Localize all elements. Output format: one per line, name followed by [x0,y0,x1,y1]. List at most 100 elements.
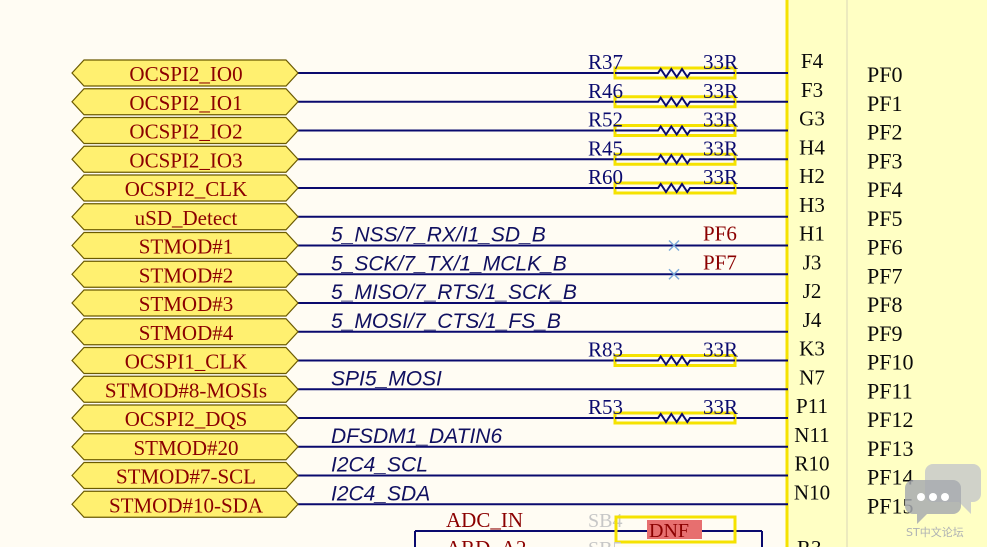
pin-name: PF0 [867,62,902,87]
dnf-box [614,515,737,544]
port-connector [71,260,299,288]
net-label: 5_MOSI/7_CTS/1_FS_B [331,310,561,333]
resistor-symbol [615,124,735,137]
dnf-fill [647,520,702,539]
resistor-designator: R52 [588,108,623,132]
ball-number: J3 [803,250,822,274]
forum-logo-icon [905,464,981,524]
watermark-text: ST中文论坛 [906,526,964,539]
port-connector [71,116,299,145]
pin-name: PF13 [867,436,913,461]
port-label: OCSPI2_IO1 [129,91,242,115]
port-connector [71,231,299,260]
resistor-value: 33R [703,338,738,362]
resistor-symbol [615,412,735,424]
resistor-designator: R45 [588,136,623,160]
port-label: OCSPI2_CLK [125,177,248,201]
no-connect-mark [668,240,680,251]
resistor-symbol [615,153,735,166]
pin-name: PF8 [867,292,902,317]
resistor-designator: R53 [588,395,623,419]
port-label: STMOD#4 [139,321,234,345]
ball-number: N10 [794,480,830,504]
port-connector [71,289,299,317]
pin-name: PF3 [867,148,902,173]
net-label: SPI5_MOSI [331,367,442,390]
ball-number: N11 [794,423,829,447]
adc-in-label: ADC_IN [446,508,523,532]
resistor-value: 33R [703,395,738,419]
pin-name: PF10 [867,350,913,375]
pin-name: PF2 [867,120,902,145]
pin-name: PF11 [867,378,913,403]
ball-number: F3 [801,78,823,102]
port-label: OCSPI2_IO2 [129,120,242,144]
ball-number: N7 [799,365,825,389]
ball-number: J4 [803,308,822,332]
resistor-value: 33R [703,50,738,74]
ball-number: H2 [799,164,825,188]
ball-r3-label: R3 [797,536,822,547]
adc-solder-bridge-label: SB4 [588,510,622,532]
resistor-value: 33R [703,108,738,132]
resistor-symbol [615,95,735,108]
port-label: OCSPI2_IO0 [129,62,242,86]
ard-a2-label: ARD_A2 [446,536,527,547]
port-label: OCSPI2_IO3 [129,148,242,172]
port-connector [71,490,299,518]
port-label: OCSPI1_CLK [125,350,248,374]
pin-name: PF7 [867,263,902,288]
resistor-designator: R37 [588,50,623,74]
pin-name: PF4 [867,177,902,202]
port-connector [71,203,299,231]
ball-number: P11 [796,394,828,418]
port-connector [71,145,299,173]
net-label: I2C4_SDA [331,482,430,505]
pin-name: PF6 [867,235,902,260]
resistor-designator: R46 [588,79,623,103]
port-connector [71,433,299,461]
net-label: 5_NSS/7_RX/I1_SD_B [331,224,546,247]
port-label: uSD_Detect [135,206,238,230]
ard-solder-bridge-label: SB5 [588,538,622,547]
port-connector [71,375,299,403]
port-connector [71,174,299,202]
resistor-designator: R60 [588,165,623,189]
port-connector [71,404,299,432]
port-connector [71,88,299,116]
pin-name: PF12 [867,407,913,432]
port-connector [71,461,299,490]
bottom-partial-area: ADC_IN SB4 DNF ARD_A2 SB5 R3 [414,508,822,547]
pin-name: PF5 [867,206,902,231]
ball-number: J2 [803,279,822,303]
net-label: 5_MISO/7_RTS/1_SCK_B [331,281,577,304]
resistor-symbol [615,354,735,367]
ball-number: K3 [799,337,825,361]
resistor-symbol [615,67,735,79]
no-connect-label: PF6 [703,222,737,246]
resistor-value: 33R [703,79,738,103]
port-label: STMOD#1 [139,235,234,259]
port-label: STMOD#2 [139,263,234,287]
ball-number: H3 [799,193,825,217]
pin-name: PF9 [867,321,902,346]
port-label: STMOD#10-SDA [109,493,264,517]
port-label: STMOD#8-MOSIs [105,378,267,402]
dnf-label: DNF [649,520,689,542]
no-connect-label: PF7 [703,250,737,274]
ball-number: H1 [799,222,825,246]
ball-number: F4 [801,49,824,73]
port-label: STMOD#3 [139,292,234,316]
